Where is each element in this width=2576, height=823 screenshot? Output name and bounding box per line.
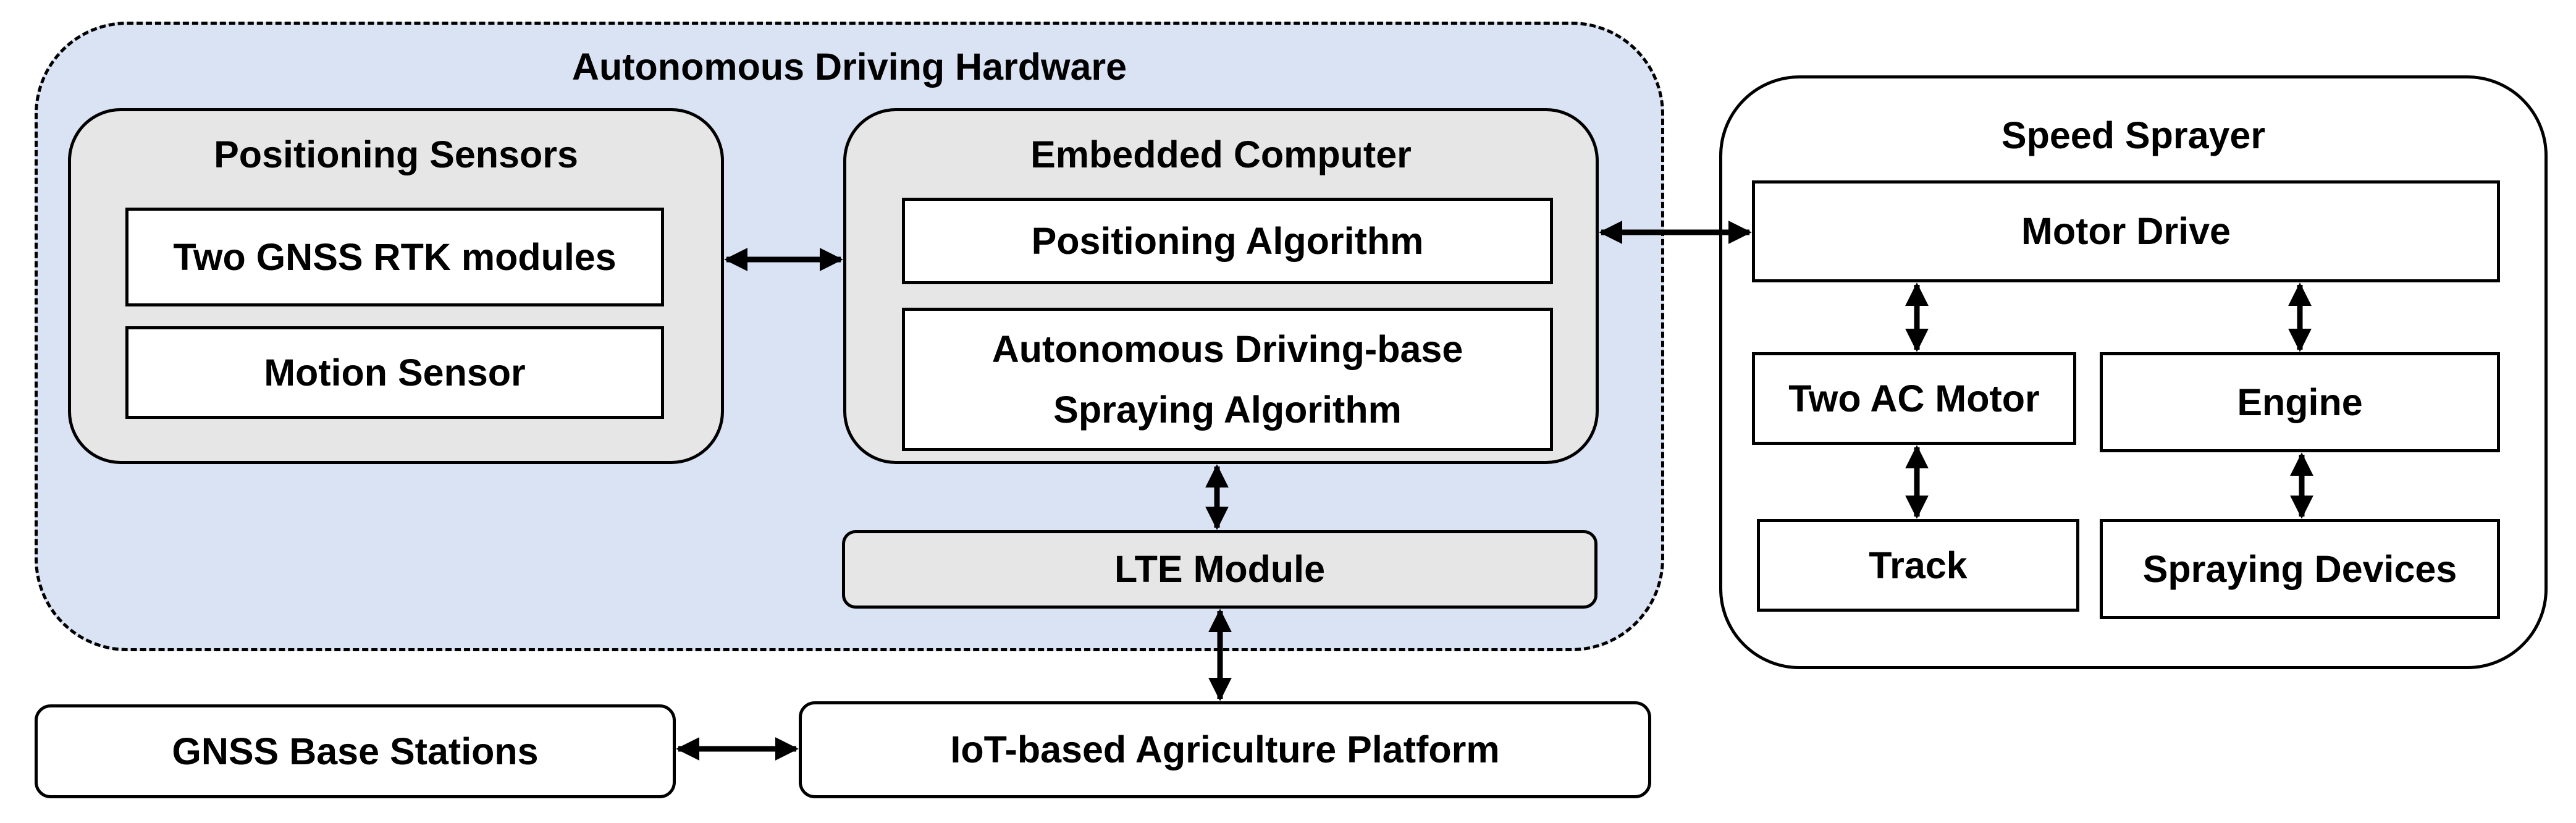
track-box: Track [1757, 519, 2079, 612]
gnss-rtk-modules-box: Two GNSS RTK modules [125, 208, 664, 306]
motion-sensor-label: Motion Sensor [264, 351, 526, 394]
engine-label: Engine [2237, 381, 2363, 423]
spraying-devices-label: Spraying Devices [2142, 547, 2457, 590]
engine-box: Engine [2100, 352, 2500, 452]
gnss-base-stations-box: GNSS Base Stations [35, 704, 676, 798]
positioning-algorithm-box: Positioning Algorithm [902, 198, 1553, 284]
lte-module-label: LTE Module [1114, 548, 1326, 590]
two-ac-motor-label: Two AC Motor [1788, 377, 2040, 420]
speed-sprayer-title: Speed Sprayer [2001, 114, 2266, 156]
motion-sensor-box: Motion Sensor [125, 326, 664, 419]
gnss-rtk-modules-label: Two GNSS RTK modules [173, 235, 617, 278]
spraying-algorithm-line-2: Spraying Algorithm [1053, 389, 1402, 431]
iot-platform-box: IoT-based Agriculture Platform [799, 701, 1651, 798]
spraying-devices-box: Spraying Devices [2100, 519, 2500, 619]
motor-drive-label: Motor Drive [2021, 210, 2231, 252]
spraying-algorithm-line-1: Autonomous Driving-base [991, 328, 1463, 370]
two-ac-motor-box: Two AC Motor [1752, 352, 2076, 445]
hardware-title: Autonomous Driving Hardware [571, 46, 1127, 88]
positioning-algorithm-label: Positioning Algorithm [1031, 219, 1424, 262]
spraying-algorithm-box: Autonomous Driving-base Spraying Algorit… [902, 308, 1553, 451]
embedded-computer-title: Embedded Computer [1030, 133, 1412, 175]
lte-module-box: LTE Module [842, 530, 1597, 609]
gnss-base-stations-label: GNSS Base Stations [172, 730, 539, 772]
motor-drive-box: Motor Drive [1752, 180, 2500, 282]
iot-platform-label: IoT-based Agriculture Platform [950, 728, 1500, 770]
positioning-sensors-title: Positioning Sensors [214, 133, 578, 175]
track-label: Track [1869, 544, 1968, 586]
